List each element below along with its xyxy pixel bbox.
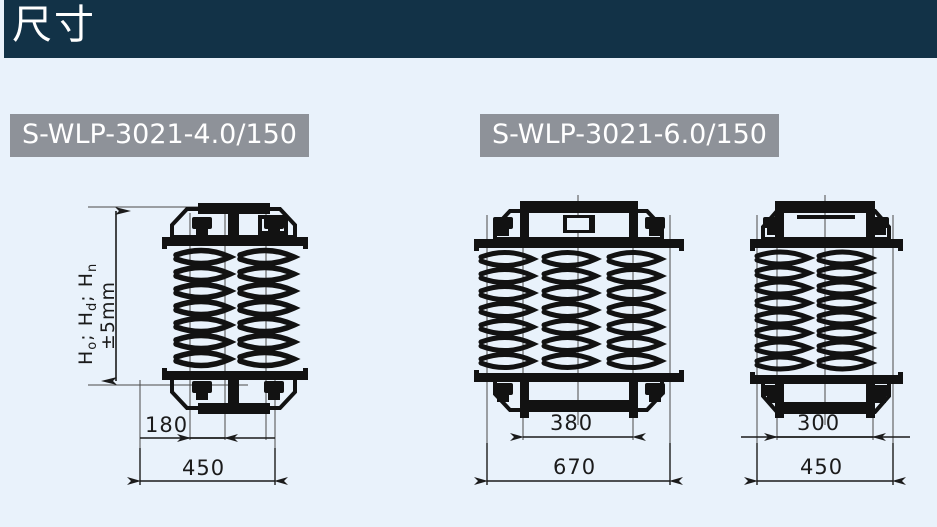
coil-spring-left (173, 247, 237, 369)
dimension-300-label: 300 (797, 411, 840, 435)
model-label-chip-2: S-WLP-3021-6.0/150 (480, 114, 779, 157)
dimension-180-label: 180 (145, 413, 188, 437)
dimension-450-label: 450 (182, 456, 225, 480)
coil-spring-center (541, 250, 602, 370)
drawing-front-view-4-0: Ho; Hd; Hn ±5mm (70, 185, 340, 515)
dimension-300: 300 (741, 411, 910, 441)
drawing-front-view-6-0: 380 670 (465, 185, 705, 515)
coil-spring-left (478, 250, 539, 370)
page-title: 尺寸 (12, 2, 96, 48)
dimension-450: 450 (127, 448, 288, 485)
height-tolerance-label: ±5mm (97, 281, 119, 350)
isolator-assembly-1 (162, 203, 308, 414)
coil-spring-right (606, 250, 667, 370)
coil-spring-left (754, 249, 816, 372)
dimension-380: 380 (510, 411, 646, 441)
dimension-670: 670 (474, 443, 683, 485)
isolator-assembly-3 (750, 201, 903, 418)
coil-spring-right (816, 249, 878, 372)
dimension-180: 180 (140, 413, 275, 442)
dimension-380-label: 380 (550, 411, 593, 435)
dimension-450-side: 450 (744, 443, 906, 485)
dimension-670-label: 670 (553, 455, 596, 479)
isolator-assembly-2 (474, 201, 684, 418)
model-label-chip-1: S-WLP-3021-4.0/150 (10, 114, 309, 157)
page-header: 尺寸 (4, 0, 937, 58)
drawing-side-view-6-0: 300 450 (735, 185, 935, 515)
coil-spring-right (237, 247, 301, 369)
dimension-450-side-label: 450 (800, 455, 843, 479)
